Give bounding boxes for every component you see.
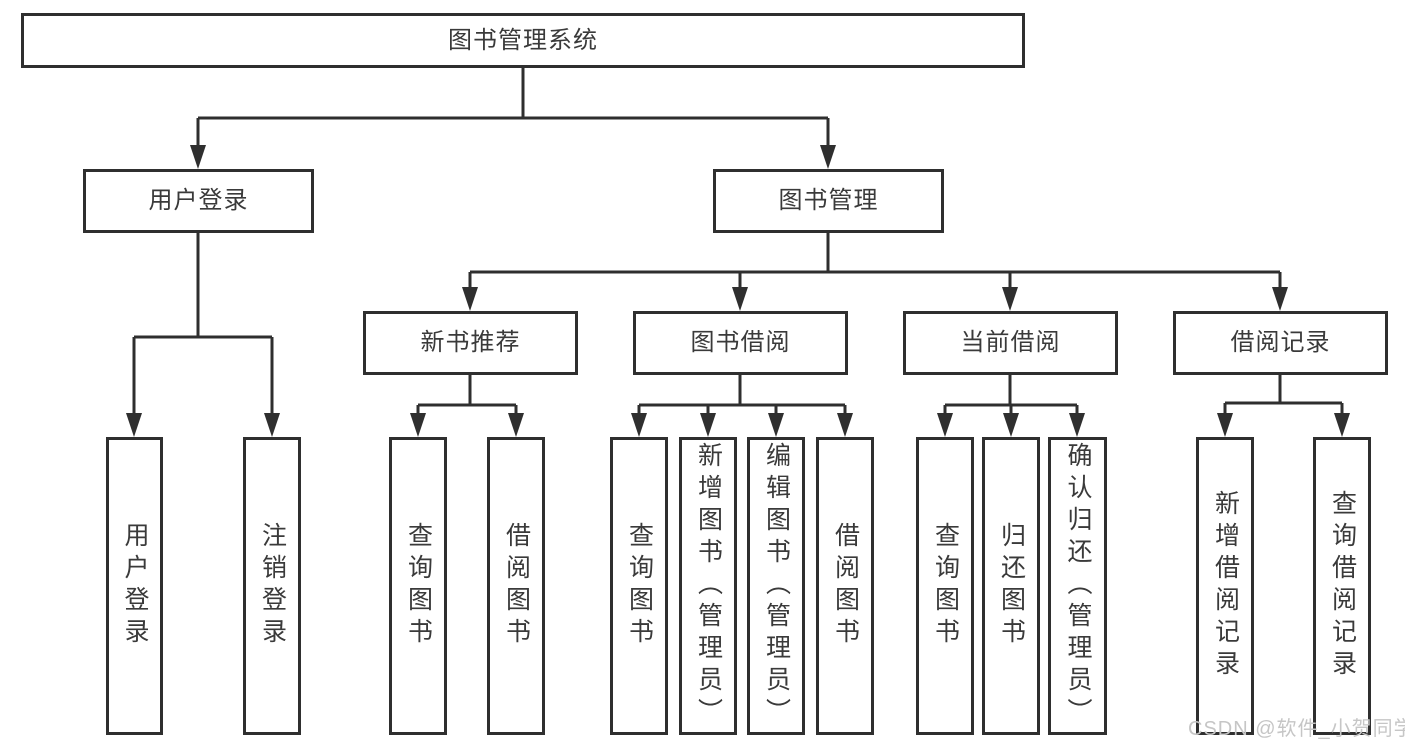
leaf-logout: 注销登录 bbox=[243, 437, 301, 735]
leaf-query-books-current: 查询图书 bbox=[916, 437, 974, 735]
leaf-return-books: 归还图书 bbox=[982, 437, 1040, 735]
node-new-book-recommendation: 新书推荐 bbox=[363, 311, 578, 375]
node-library-management-system: 图书管理系统 bbox=[21, 13, 1025, 68]
leaf-borrow-books: 借阅图书 bbox=[816, 437, 874, 735]
node-current-borrowing: 当前借阅 bbox=[903, 311, 1118, 375]
leaf-confirm-return-admin: 确认归还（管理员） bbox=[1048, 437, 1107, 735]
node-book-borrowing: 图书借阅 bbox=[633, 311, 848, 375]
arrowheads bbox=[126, 145, 1350, 437]
node-book-management: 图书管理 bbox=[713, 169, 944, 233]
leaf-add-borrow-record: 新增借阅记录 bbox=[1196, 437, 1254, 735]
leaf-borrow-books-recommend: 借阅图书 bbox=[487, 437, 545, 735]
tree-edges bbox=[132, 68, 1344, 418]
leaf-user-login: 用户登录 bbox=[106, 437, 163, 735]
leaf-query-borrow-record: 查询借阅记录 bbox=[1313, 437, 1371, 735]
node-borrowing-records: 借阅记录 bbox=[1173, 311, 1388, 375]
leaf-query-books-borrowing: 查询图书 bbox=[610, 437, 668, 735]
node-user-login: 用户登录 bbox=[83, 169, 314, 233]
watermark: CSDN @软件_小贺同学 bbox=[1188, 718, 1405, 740]
leaf-edit-books-admin: 编辑图书（管理员） bbox=[747, 437, 805, 735]
leaf-add-books-admin: 新增图书（管理员） bbox=[679, 437, 737, 735]
leaf-query-books-recommend: 查询图书 bbox=[389, 437, 447, 735]
